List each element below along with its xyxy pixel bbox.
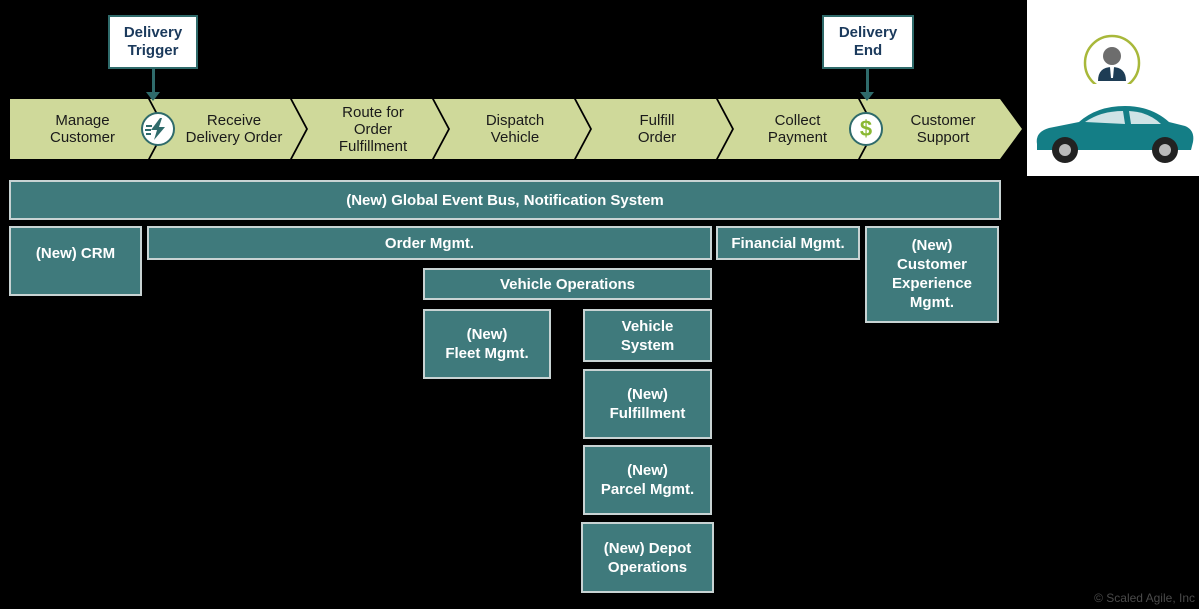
copyright-text: © Scaled Agile, Inc xyxy=(1094,591,1195,605)
delivery-trigger-callout: Delivery Trigger xyxy=(108,15,198,69)
step-label-receive-delivery-order: Receive Delivery Order xyxy=(185,112,283,146)
chevron-manage-customer xyxy=(10,99,164,159)
fleet-mgmt-box: (New) Fleet Mgmt. xyxy=(423,309,551,379)
end-arrowhead xyxy=(860,92,874,101)
chevron-collect-payment xyxy=(718,99,874,159)
step-label-manage-customer: Manage Customer xyxy=(49,112,116,146)
lightning-badge xyxy=(141,112,175,146)
fulfillment-box: (New) Fulfillment xyxy=(583,369,712,439)
chevron-receive-delivery-order xyxy=(150,99,306,159)
step-label-customer-support: Customer Support xyxy=(910,112,976,146)
vehicle-operations-box: Vehicle Operations xyxy=(423,268,712,300)
event-bus-box: (New) Global Event Bus, Notification Sys… xyxy=(9,180,1001,220)
dollar-badge: $ xyxy=(849,112,883,146)
step-label-dispatch-vehicle: Dispatch Vehicle xyxy=(485,112,545,146)
car-icon xyxy=(1036,106,1194,163)
end-connector xyxy=(866,68,869,96)
vehicle-system-box: Vehicle System xyxy=(583,309,712,362)
delivery-end-callout: Delivery End xyxy=(822,15,914,69)
trigger-connector xyxy=(152,68,155,96)
depot-operations-box: (New) Depot Operations xyxy=(581,522,714,593)
order-mgmt-box: Order Mgmt. xyxy=(147,226,712,260)
chevron-customer-support xyxy=(860,99,1022,159)
customer-experience-box: (New) Customer Experience Mgmt. xyxy=(865,226,999,323)
chevron-dispatch-vehicle xyxy=(434,99,590,159)
lightning-icon xyxy=(145,118,165,140)
car-card xyxy=(1027,84,1199,176)
parcel-mgmt-box: (New) Parcel Mgmt. xyxy=(583,445,712,515)
chevron-fulfill-order xyxy=(576,99,732,159)
customer-avatar-icon xyxy=(1083,34,1141,92)
crm-box: (New) CRM xyxy=(9,226,142,296)
step-label-collect-payment: Collect Payment xyxy=(767,112,828,146)
chevron-route-for-order xyxy=(292,99,448,159)
step-label-fulfill-order: Fulfill Order xyxy=(637,112,677,146)
diagram-background-right xyxy=(1027,175,1199,609)
trigger-arrowhead xyxy=(146,92,160,101)
step-label-route-for-order: Route for Order Fulfillment xyxy=(338,103,408,155)
dollar-icon: $ xyxy=(859,116,873,141)
value-stream-chevrons xyxy=(10,99,1022,159)
financial-mgmt-box: Financial Mgmt. xyxy=(716,226,860,260)
